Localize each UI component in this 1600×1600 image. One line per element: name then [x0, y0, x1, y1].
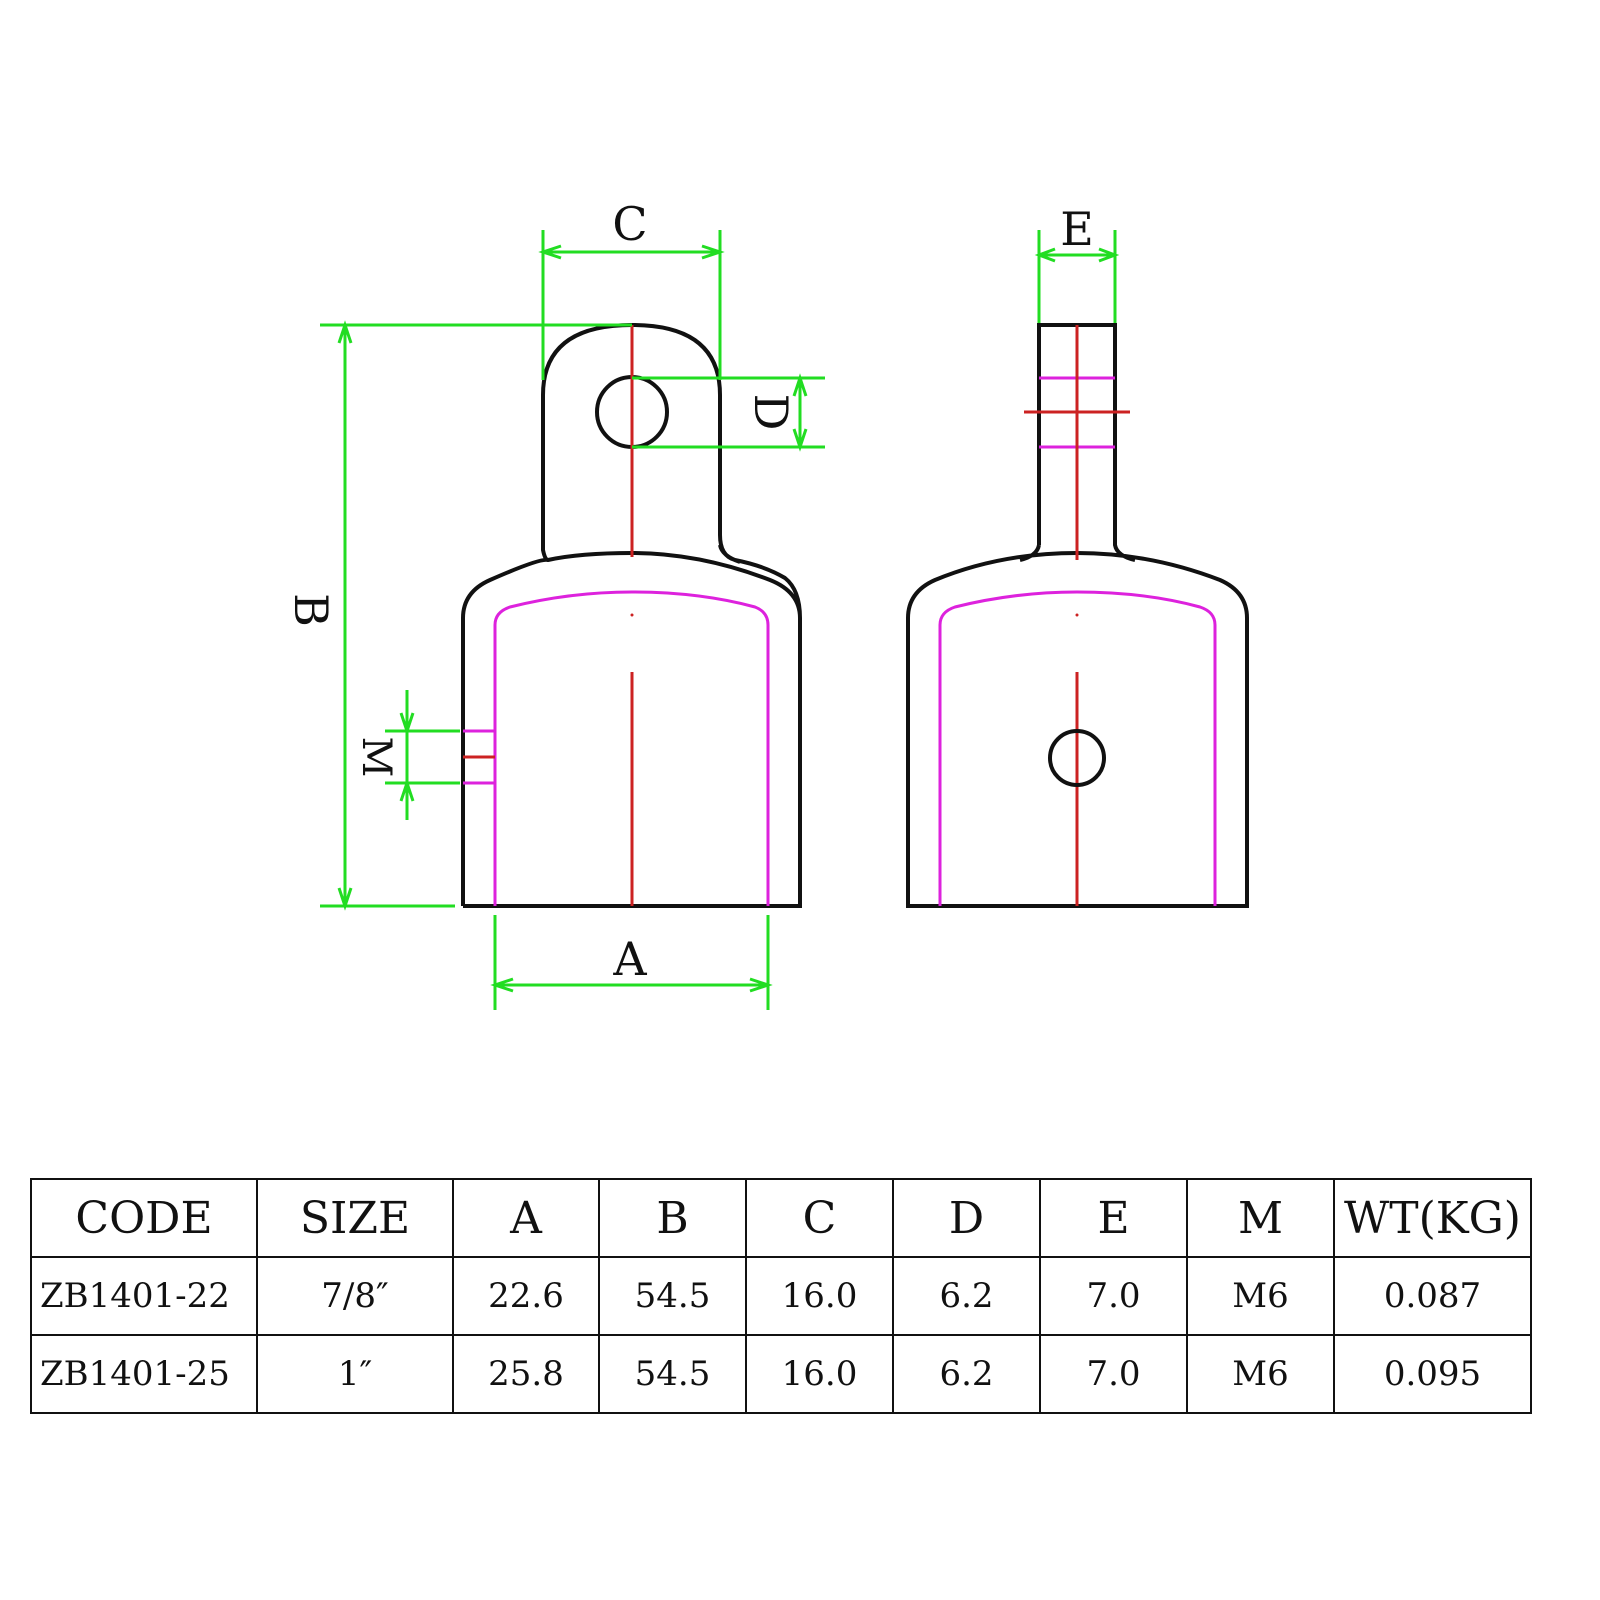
dim-C [538, 230, 725, 380]
header-e: E [1039, 1178, 1188, 1258]
header-d: D [892, 1178, 1041, 1258]
front-outline [461, 322, 802, 908]
side-centerline [1024, 325, 1130, 906]
header-size: SIZE [256, 1178, 454, 1258]
header-m: M [1186, 1178, 1335, 1258]
cell-c: 16.0 [745, 1256, 894, 1336]
dim-D [632, 373, 825, 452]
cell-e: 7.0 [1039, 1256, 1188, 1336]
dim-E [1034, 230, 1120, 325]
side-view [906, 323, 1249, 908]
label-B: B [284, 593, 338, 627]
center-mark [1075, 613, 1079, 617]
cell-d: 6.2 [892, 1256, 1041, 1336]
header-code: CODE [30, 1178, 258, 1258]
cell-b: 54.5 [598, 1334, 747, 1414]
label-D: D [744, 394, 798, 431]
table-row: ZB1401-22 7/8″ 22.6 54.5 16.0 6.2 7.0 M6… [30, 1256, 1532, 1336]
cell-a: 22.6 [452, 1256, 600, 1336]
center-mark [630, 613, 634, 617]
cell-m: M6 [1186, 1334, 1335, 1414]
cell-weight: 0.095 [1333, 1334, 1532, 1414]
label-A: A [612, 932, 647, 986]
label-M: M [353, 737, 399, 778]
dim-M [385, 690, 460, 820]
cell-b: 54.5 [598, 1256, 747, 1336]
cell-e: 7.0 [1039, 1334, 1188, 1414]
cell-a: 25.8 [452, 1334, 600, 1414]
cell-code: ZB1401-22 [30, 1256, 258, 1336]
cell-weight: 0.087 [1333, 1256, 1532, 1336]
dim-B [320, 320, 632, 911]
cell-d: 6.2 [892, 1334, 1041, 1414]
cell-size: 1″ [256, 1334, 454, 1414]
table-header-row: CODE SIZE A B C D E M WT(KG) [30, 1178, 1532, 1258]
side-thread-hole [1048, 729, 1106, 787]
label-C: C [612, 197, 647, 251]
cell-code: ZB1401-25 [30, 1334, 258, 1414]
cell-m: M6 [1186, 1256, 1335, 1336]
dim-A [490, 915, 773, 1010]
cell-size: 7/8″ [256, 1256, 454, 1336]
front-view [461, 322, 802, 908]
header-a: A [452, 1178, 600, 1258]
header-c: C [745, 1178, 894, 1258]
cell-c: 16.0 [745, 1334, 894, 1414]
specification-table: CODE SIZE A B C D E M WT(KG) ZB1401-22 7… [30, 1178, 1532, 1414]
thread-hole-lines [463, 729, 495, 785]
side-inner-bore [938, 590, 1217, 906]
label-E: E [1060, 202, 1094, 256]
header-weight: WT(KG) [1333, 1178, 1532, 1258]
dimensions [320, 230, 1120, 1010]
front-inner-bore [493, 590, 770, 906]
table-row: ZB1401-25 1″ 25.8 54.5 16.0 6.2 7.0 M6 0… [30, 1334, 1532, 1414]
header-b: B [598, 1178, 747, 1258]
